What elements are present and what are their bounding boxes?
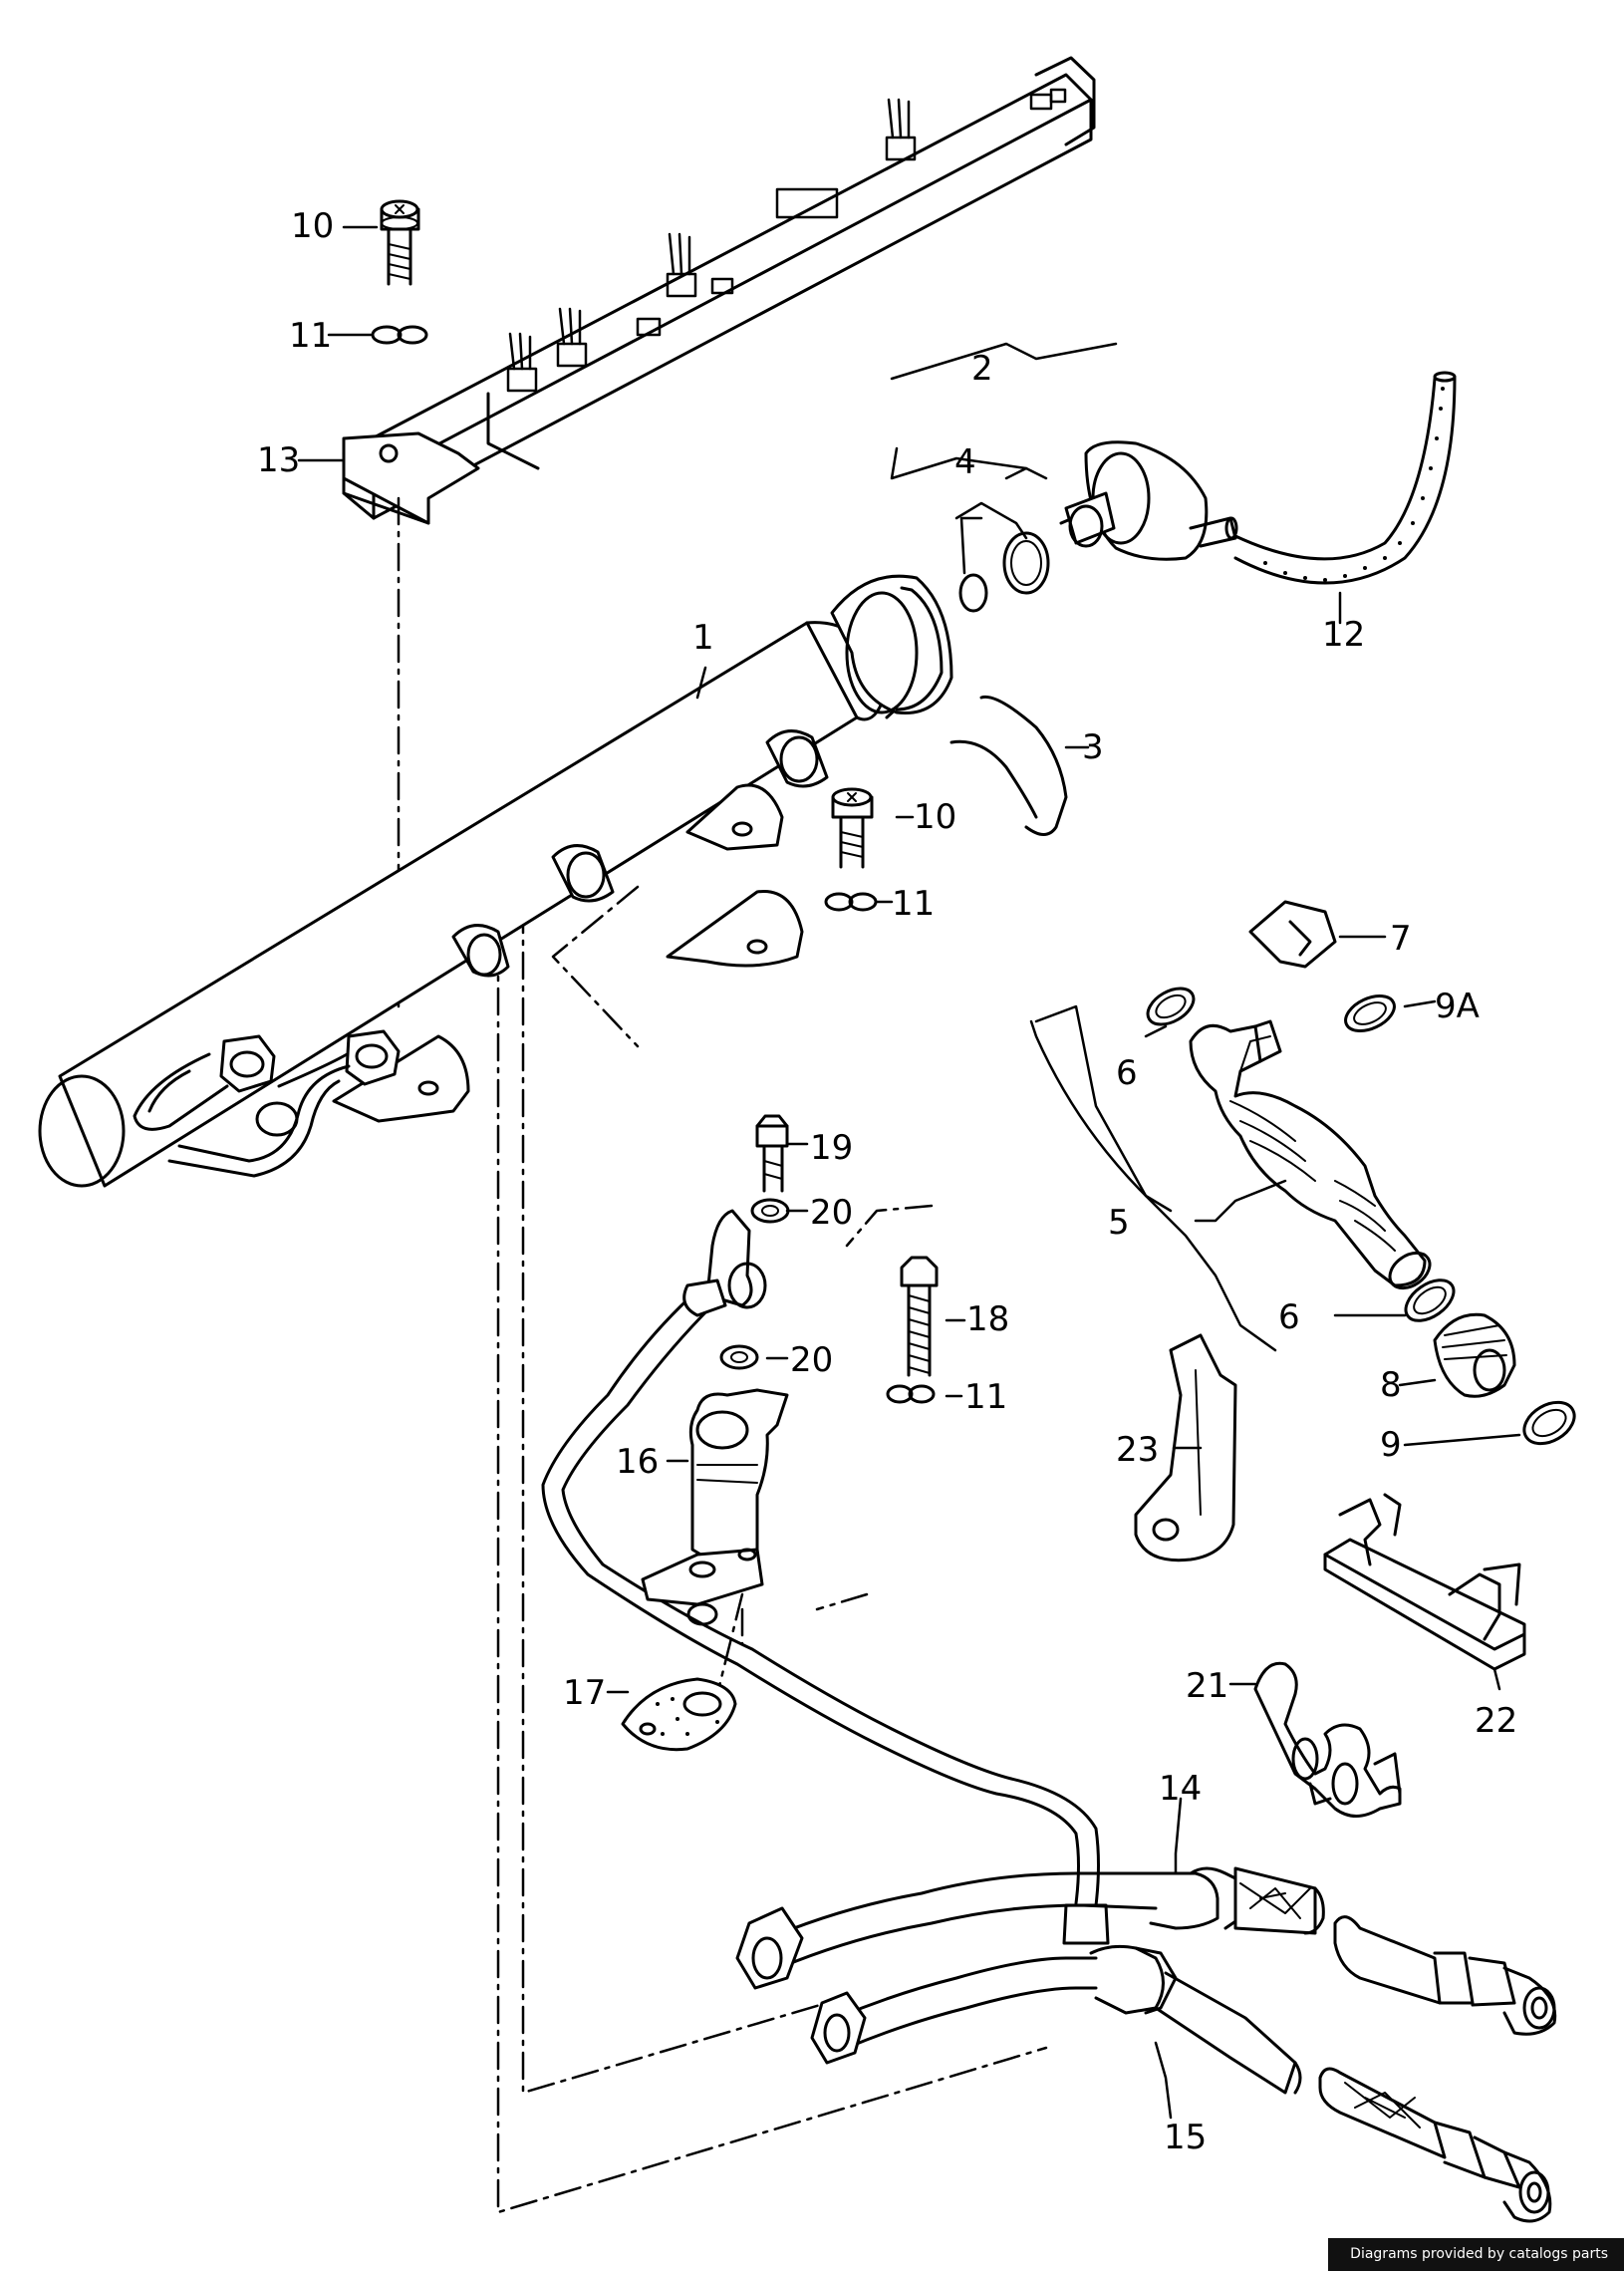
callout-3: 3 (1082, 727, 1104, 767)
gasket (621, 1677, 737, 1752)
callout-18: 18 (966, 1299, 1010, 1339)
seal-ring-9a (1344, 994, 1396, 1032)
fuel-injector (1189, 1019, 1432, 1290)
bracket-22 (1323, 1493, 1526, 1671)
credit-badge: Diagrams provided by catalogs parts (1328, 2238, 1624, 2271)
callout-21: 21 (1186, 1666, 1229, 1706)
cold-start-fuel-line (541, 1209, 1110, 1945)
screw-upper (380, 199, 420, 286)
bracket-21 (1253, 1661, 1402, 1818)
callout-10-upper: 10 (291, 206, 335, 246)
callout-7: 7 (1390, 919, 1412, 959)
callout-23: 23 (1116, 1430, 1160, 1470)
callout-6-upper: 6 (1116, 1053, 1138, 1093)
fuel-hose-15 (810, 1944, 1552, 2223)
callout-11-upper: 11 (289, 316, 333, 356)
callout-10-middle: 10 (914, 797, 957, 837)
component-group-bracket-5 (1029, 1019, 1173, 1213)
callout-20-lower: 20 (790, 1340, 834, 1380)
banjo-washer-lower (719, 1344, 759, 1370)
callout-22: 22 (1475, 1701, 1518, 1741)
vacuum-hose (1233, 371, 1457, 585)
injector-o-ring-bottom (1404, 1278, 1456, 1322)
leader-lines (297, 225, 1521, 2120)
callout-16: 16 (616, 1442, 660, 1482)
banjo-washer-upper (750, 1198, 790, 1224)
callout-12: 12 (1322, 615, 1366, 655)
callout-6-lower: 6 (1278, 1297, 1300, 1337)
retaining-clip (949, 695, 1068, 836)
injector-insert (1433, 1312, 1516, 1398)
fuel-rail (38, 574, 953, 1188)
callout-11-lower: 11 (964, 1377, 1008, 1417)
callout-5: 5 (1108, 1203, 1130, 1243)
washer-upper (371, 325, 428, 345)
callout-9: 9 (1380, 1425, 1402, 1465)
callout-13: 13 (257, 440, 301, 480)
callout-9a: 9A (1435, 987, 1480, 1026)
regulator-o-rings (958, 531, 1050, 613)
washer-lower (886, 1384, 936, 1404)
wiring-harness-strip (342, 56, 1096, 520)
harness-bracket (342, 431, 480, 525)
injector-clip (1248, 900, 1337, 969)
bolt-18 (900, 1256, 939, 1377)
callout-17: 17 (563, 1673, 607, 1713)
callout-20-upper: 20 (810, 1193, 854, 1233)
banjo-bolt (755, 1114, 789, 1193)
seal-ring-9 (1522, 1400, 1576, 1446)
callout-4: 4 (954, 442, 976, 482)
callout-11-middle: 11 (892, 884, 936, 924)
rail-fuel-line (133, 1029, 401, 1178)
callout-2: 2 (971, 349, 993, 389)
callout-8: 8 (1380, 1365, 1402, 1405)
pressure-regulator (1059, 440, 1238, 561)
callout-19: 19 (810, 1128, 854, 1168)
fuel-hose-14 (735, 1866, 1557, 2036)
injector-o-ring-top (1146, 987, 1196, 1026)
screw-middle (831, 787, 874, 869)
cold-start-valve (641, 1388, 789, 1626)
callout-1: 1 (692, 618, 714, 658)
washer-middle (824, 892, 878, 912)
callout-15: 15 (1164, 2118, 1208, 2157)
callout-14: 14 (1159, 1769, 1203, 1809)
